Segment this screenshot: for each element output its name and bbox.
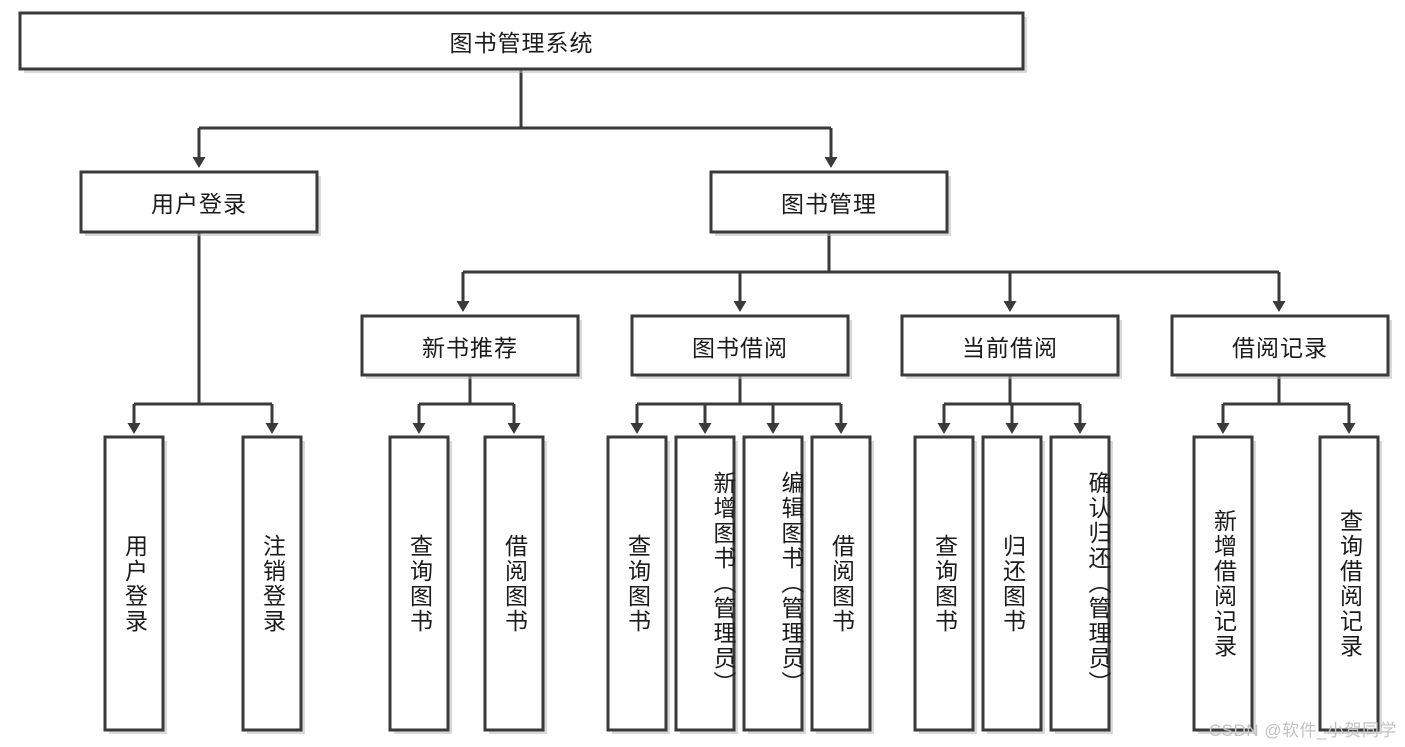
node-root[interactable] [18, 11, 1025, 71]
node-leaf-edit-book[interactable] [742, 435, 804, 732]
node-leaf-query-record[interactable] [1318, 435, 1380, 732]
label-book-borrow: 图书借阅 [692, 334, 788, 361]
node-leaf-user-logout[interactable] [241, 435, 303, 732]
csdn-watermark: CSDN @软件_小贺同学 [1208, 721, 1397, 740]
label-new-book-recommend: 新书推荐 [422, 334, 518, 361]
node-leaf-query-book-2[interactable] [606, 435, 668, 732]
node-user-login[interactable] [79, 170, 319, 234]
node-borrow-record[interactable] [1170, 314, 1390, 377]
node-book-borrow[interactable] [630, 314, 850, 377]
label-book-manage: 图书管理 [781, 191, 877, 217]
node-leaf-add-book[interactable] [674, 435, 736, 732]
node-leaf-return-book[interactable] [981, 435, 1043, 732]
node-leaf-borrow-book-2[interactable] [810, 435, 872, 732]
label-root: 图书管理系统 [449, 30, 594, 56]
node-leaf-query-book-3[interactable] [913, 435, 975, 732]
node-leaf-user-login[interactable] [103, 435, 165, 732]
node-new-book-recommend[interactable] [360, 314, 580, 377]
label-user-login: 用户登录 [151, 191, 247, 217]
node-leaf-confirm-return[interactable] [1049, 435, 1111, 732]
node-leaf-borrow-book-1[interactable] [483, 435, 545, 732]
node-leaf-add-record[interactable] [1192, 435, 1254, 732]
node-book-manage[interactable] [709, 170, 949, 234]
label-current-borrow: 当前借阅 [962, 334, 1058, 361]
label-borrow-record: 借阅记录 [1232, 334, 1328, 361]
connector-layer [127, 69, 1356, 434]
node-layer [18, 11, 1392, 734]
node-leaf-query-book-1[interactable] [388, 435, 450, 732]
node-current-borrow[interactable] [900, 314, 1120, 377]
